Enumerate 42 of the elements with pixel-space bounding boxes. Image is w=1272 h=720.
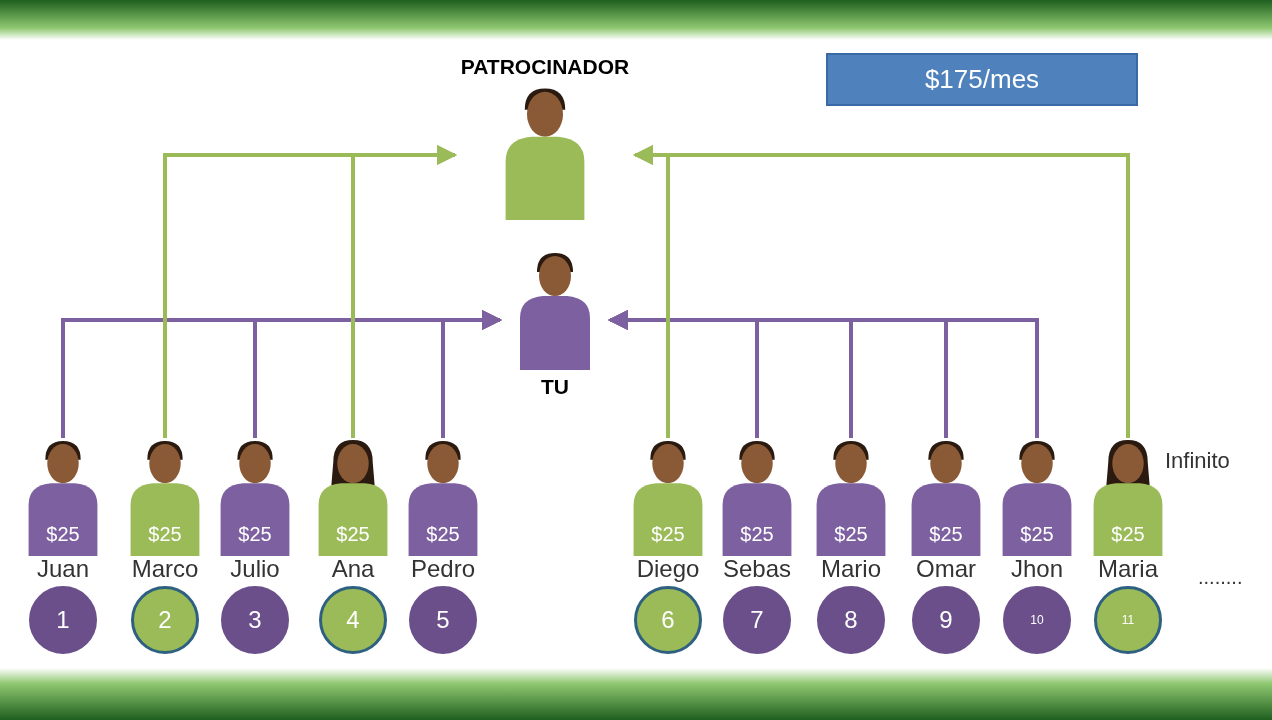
name-label: Mario <box>820 555 882 583</box>
number-circle: 6 <box>634 586 702 654</box>
number-circle: 5 <box>409 586 477 654</box>
price-label: $25 <box>335 523 371 546</box>
price-label: $25 <box>237 523 273 546</box>
number-circle: 4 <box>319 586 387 654</box>
arrow <box>633 145 1130 438</box>
ellipsis-label: ........ <box>1198 566 1243 589</box>
name-label: Omar <box>915 555 977 583</box>
name-label: Jhon <box>1009 555 1064 583</box>
arrow <box>608 310 1039 438</box>
note-label: Infinito <box>1165 448 1230 474</box>
number-circle: 2 <box>131 586 199 654</box>
price-label: $25 <box>45 523 81 546</box>
price-label: $25 <box>833 523 869 546</box>
number-circle: 8 <box>817 586 885 654</box>
price-label: $25 <box>928 523 964 546</box>
number-circle: 1 <box>29 586 97 654</box>
name-label: Juan <box>35 555 90 583</box>
name-label: Julio <box>229 555 281 583</box>
number-circle: 9 <box>912 586 980 654</box>
price-label: $25 <box>739 523 775 546</box>
price-label: $25 <box>1019 523 1055 546</box>
name-label: Sebas <box>721 555 793 583</box>
name-label: Pedro <box>409 555 476 583</box>
number-circle: 7 <box>723 586 791 654</box>
price-label: $25 <box>650 523 686 546</box>
number-circle: 3 <box>221 586 289 654</box>
name-label: Marco <box>130 555 200 583</box>
name-label: Diego <box>635 555 701 583</box>
role-label: PATROCINADOR <box>459 55 631 79</box>
number-circle: 11 <box>1094 586 1162 654</box>
name-label: Maria <box>1097 555 1159 583</box>
arrow <box>351 145 457 438</box>
name-label: Ana <box>330 555 376 583</box>
number-circle: 10 <box>1003 586 1071 654</box>
price-label: $25 <box>1110 523 1146 546</box>
role-label: TU <box>540 375 570 399</box>
price-box: $175/mes <box>826 53 1138 106</box>
price-label: $25 <box>425 523 461 546</box>
arrow <box>441 310 502 438</box>
price-label: $25 <box>147 523 183 546</box>
